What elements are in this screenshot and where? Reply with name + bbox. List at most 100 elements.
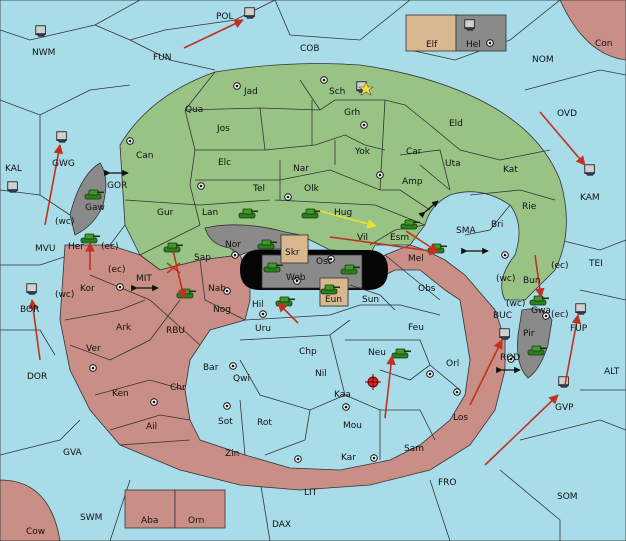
label-kar: Kar [341,453,356,463]
region-elf[interactable] [405,14,457,52]
label-ail: Ail [146,422,157,432]
label-eld: Eld [449,119,463,129]
label-hug: Hug [334,208,352,218]
label-feu: Feu [408,323,424,333]
label-amp: Amp [402,177,423,187]
label-rot: Rot [257,418,272,428]
label-nog: Nog [213,305,231,315]
label-gaw: Gaw [85,203,105,213]
label-los: Los [453,413,468,423]
label-tel: Tel [252,184,265,194]
label-bun: Bun [523,276,541,286]
label-elc: Elc [218,158,231,168]
fleet-unit[interactable] [584,164,595,176]
label-gwa: Gwa [531,306,551,316]
label-mou: Mou [343,421,362,431]
label-ec-bun: (ec) [551,261,569,271]
label-chr: Chr [170,383,186,393]
label-neu: Neu [368,348,386,358]
label-gur: Gur [157,208,174,218]
label-bar: Bar [203,363,219,373]
label-fro: FRO [438,478,457,488]
label-ovd: OVD [557,109,577,119]
fleet-unit[interactable] [499,328,510,340]
label-qwi: Qwi [233,374,250,384]
fleet-unit[interactable] [7,181,18,193]
fleet-unit[interactable] [244,7,255,19]
label-ver: Ver [86,344,101,354]
label-buc: BUC [493,311,512,321]
label-gwg: GWG [52,159,75,169]
connectors [104,169,521,374]
label-chp: Chp [299,347,317,357]
region-hel[interactable] [455,14,507,52]
label-hel: Hel [466,40,481,50]
label-web: Web [286,273,306,283]
label-nil: Nil [315,369,327,379]
label-kam: KAM [580,193,600,203]
region-labels: POL NWM FUN COB Elf Hel NOM Con OVD KAL … [5,12,620,537]
label-nar: Nar [293,164,309,174]
label-nab: Nab [208,284,226,294]
label-gor: GOR [107,181,127,191]
label-ark: Ark [116,323,132,333]
label-bor: BOR [20,305,39,315]
label-orn: Orn [188,516,204,526]
label-yok: Yok [354,147,371,157]
order-arrows [28,19,586,466]
label-wc-gwa: (wc) [506,299,525,309]
label-gva: GVA [63,448,83,458]
label-rbu: RBU [166,326,185,336]
label-elf: Elf [426,40,438,50]
label-grh: Grh [344,108,360,118]
label-ec-kor: (ec) [108,265,126,275]
label-dax: DAX [272,520,291,530]
label-aba: Aba [141,516,158,526]
label-nor: Nor [225,240,241,250]
label-her: Her [68,242,84,252]
label-gvp: GVP [555,403,574,413]
fleet-unit[interactable] [56,131,67,143]
label-som: SOM [557,492,578,502]
label-olk: Olk [304,184,320,194]
label-con: Con [595,39,613,49]
label-kaa: Kaa [334,390,351,400]
label-sap: Sap [194,253,211,263]
label-swm: SWM [80,513,102,523]
label-sch: Sch [329,87,345,97]
supply-centers [89,39,550,463]
label-ec-her: (ec) [101,242,119,252]
label-alt: ALT [604,367,620,377]
label-obs: Obs [418,284,436,294]
label-pir: Pir [523,329,535,339]
label-pol: POL [216,12,234,22]
label-nwm: NWM [32,48,55,58]
label-cow: Cow [26,527,45,537]
label-tei: TEI [588,259,603,269]
fleet-unit[interactable] [575,303,586,315]
label-nom: NOM [532,55,554,65]
territory-borders [64,71,556,460]
label-sun: Sun [362,295,379,305]
label-hil: Hil [252,300,264,310]
fleet-unit[interactable] [35,25,46,37]
label-mvu: MVU [35,244,56,254]
label-eun: Eun [325,295,342,305]
label-dor: DOR [27,372,47,382]
battle-marker [365,374,381,390]
label-fun: FUN [153,53,172,63]
region-pir[interactable] [517,308,553,379]
region-orn[interactable] [174,489,226,529]
region-aba[interactable] [124,489,176,529]
fleet-unit[interactable] [464,19,475,31]
label-bri: Bri [491,220,503,230]
label-esm: Esm [390,233,409,243]
label-sam: Sam [404,444,424,454]
fleet-unit[interactable] [26,283,37,295]
label-kal: KAL [5,164,22,174]
label-can: Can [136,151,154,161]
label-wc-bun: (wc) [496,274,515,284]
label-mel: Mel [408,254,424,264]
